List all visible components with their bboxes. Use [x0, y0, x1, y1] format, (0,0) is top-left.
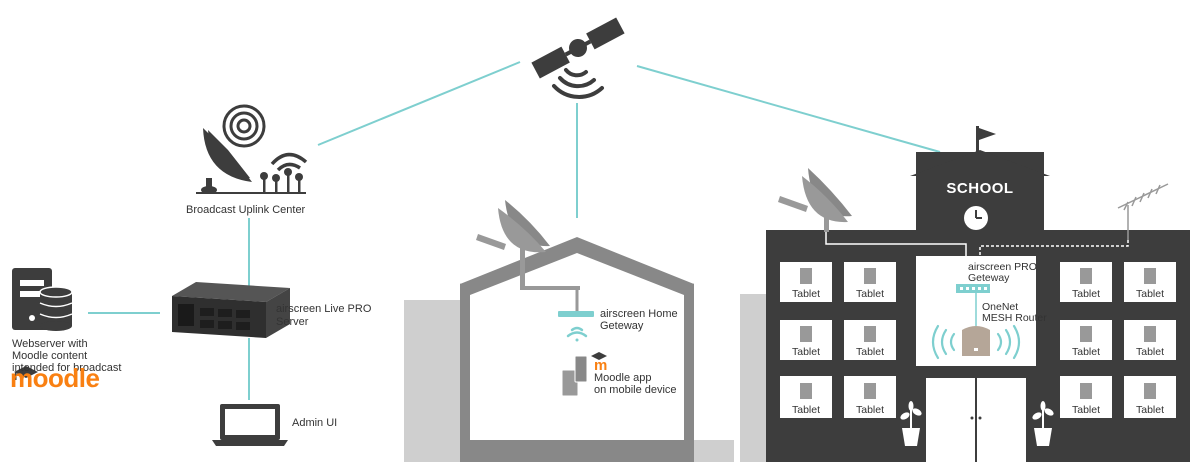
wifi-icon — [566, 326, 588, 342]
tablet-label: Tablet — [1071, 288, 1101, 300]
satellite-icon — [531, 17, 625, 79]
tablet-label: Tablet — [1135, 288, 1165, 300]
clock-icon — [964, 206, 988, 230]
plant-icon — [900, 401, 922, 446]
tablet-icons — [800, 268, 1156, 399]
tablet-icon — [800, 268, 812, 284]
uplink-label: Broadcast Uplink Center — [186, 204, 306, 216]
tv-antenna-icon — [1117, 183, 1169, 240]
plant-icon — [1032, 401, 1054, 446]
tablet-icon — [864, 268, 876, 284]
school-title: SCHOOL — [946, 180, 1014, 197]
tablet-label: Tablet — [1135, 404, 1165, 416]
moodle-app-label-line2: on mobile device — [594, 384, 677, 396]
mobile-device-icon — [561, 355, 588, 397]
home-gateway-icon — [558, 290, 594, 317]
tablet-icon — [864, 383, 876, 399]
tablet-label: Tablet — [1135, 346, 1165, 358]
webserver-label-line1: Webserver with — [12, 338, 88, 350]
home-dish-icon — [476, 200, 580, 290]
tablet-label: Tablet — [1071, 404, 1101, 416]
server-rack-icon — [172, 282, 290, 338]
database-icon — [39, 286, 73, 331]
tablet-icon — [1144, 268, 1156, 284]
tablet-icon — [1080, 326, 1092, 342]
mesh-router-icon — [962, 326, 990, 356]
tablet-icon — [1080, 268, 1092, 284]
admin-label: Admin UI — [292, 417, 338, 429]
tablet-label: Tablet — [791, 288, 821, 300]
laptop-icon — [212, 404, 288, 446]
tablet-icon — [864, 326, 876, 342]
home-gateway-label-line2: Geteway — [600, 320, 644, 332]
home-gateway-label-line1: airscreen Home — [600, 308, 678, 320]
tablet-icon — [1144, 383, 1156, 399]
server-label-line2: Server — [276, 316, 309, 328]
link-satellite-school — [636, 65, 941, 153]
tablet-icon — [1144, 326, 1156, 342]
house — [404, 234, 734, 462]
pro-gateway-label-line2: Geteway — [968, 272, 1010, 284]
tablet-label: Tablet — [791, 404, 821, 416]
tablet-label: Tablet — [855, 346, 885, 358]
webserver-label-line3: intended for broadcast — [12, 362, 122, 374]
moodle-app-label-line1: Moodle app — [594, 372, 652, 384]
pro-gateway-label-line1: airscreen PRO — [968, 261, 1037, 273]
uplink-dish-icon — [196, 104, 308, 194]
tablet-label: Tablet — [855, 404, 885, 416]
tablet-icon — [800, 383, 812, 399]
mesh-label-line2: MESH Router — [982, 312, 1047, 324]
mesh-signal — [931, 324, 1021, 360]
tablet-label: Tablet — [791, 346, 821, 358]
mesh-label-line1: OneNet — [982, 301, 1019, 313]
school-cable-dashed — [979, 240, 1129, 280]
tablet-icon — [800, 326, 812, 342]
flag-icon — [976, 126, 996, 154]
school-dish-icon — [778, 168, 852, 232]
connectors — [88, 61, 941, 400]
moodle-hat-icon — [14, 366, 38, 380]
satellite-signal — [552, 68, 604, 99]
server-label-line1: airscreen Live PRO — [276, 303, 372, 315]
pro-gateway-icon — [956, 284, 990, 326]
link-uplink-satellite — [317, 61, 521, 146]
svg-text:m: m — [594, 357, 607, 374]
tablet-label: Tablet — [855, 288, 885, 300]
moodle-small-logo: m — [591, 352, 607, 374]
tablet-icon — [1080, 383, 1092, 399]
webserver-label-line2: Moodle content — [12, 350, 88, 362]
moodle-logo: moodle — [10, 363, 100, 393]
tablet-label: Tablet — [1071, 346, 1101, 358]
